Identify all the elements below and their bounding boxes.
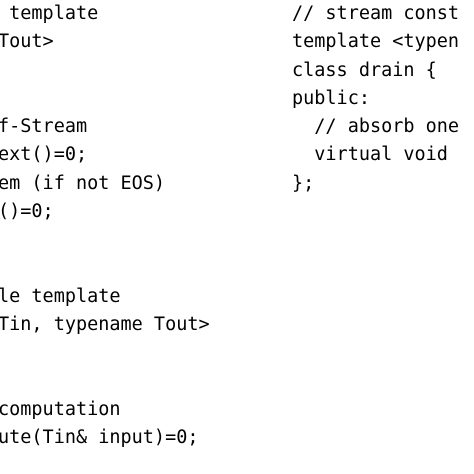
- code-line: [0, 57, 210, 85]
- code-line: // absorb one: [292, 116, 460, 138]
- code-line: f-Stream: [0, 116, 88, 138]
- code-line: class drain {: [292, 59, 437, 81]
- code-line: template <typen: [292, 31, 460, 53]
- code-line: ute(Tin& input)=0;: [0, 427, 199, 449]
- code-line: template: [0, 3, 99, 24]
- code-line: ()=0;: [0, 201, 54, 223]
- code-line: virtual void: [292, 144, 448, 166]
- code-line: [0, 255, 210, 283]
- code-line: [0, 226, 210, 254]
- code-line: public:: [292, 87, 370, 109]
- code-line: ext()=0;: [0, 144, 88, 166]
- code-line: [0, 340, 210, 368]
- code-line: em (if not EOS): [0, 172, 166, 194]
- code-line: [0, 368, 210, 396]
- code-line: Tin, typename Tout>: [0, 314, 210, 336]
- code-line: // stream const: [292, 3, 460, 24]
- code-listing-right: // stream const template <typen class drai…: [292, 0, 459, 198]
- code-line: };: [292, 172, 315, 194]
- code-line: le template: [0, 285, 121, 307]
- code-line: [0, 85, 210, 113]
- code-line: Tout>: [0, 31, 54, 53]
- code-line: computation: [0, 399, 121, 421]
